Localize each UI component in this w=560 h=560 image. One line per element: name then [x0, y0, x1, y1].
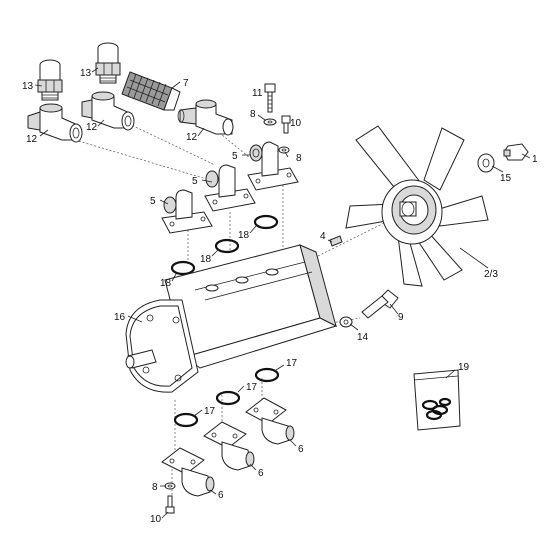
callout-7: 7 — [183, 78, 189, 89]
callout-8-top: 8 — [250, 109, 256, 120]
part-7-filter — [121, 71, 181, 111]
callout-1: 1 — [532, 154, 538, 165]
part-19-seal-kit — [413, 369, 461, 431]
callout-13-left: 13 — [22, 81, 34, 92]
part-18-o-rings — [170, 214, 279, 276]
part-10-screw-top — [281, 115, 291, 134]
part-9-bolt — [361, 289, 399, 319]
part-17-o-rings — [173, 367, 280, 428]
callout-6-middle: 6 — [258, 468, 264, 479]
part-13-adapter-right — [95, 42, 121, 84]
part-10-screw-bottom — [165, 495, 175, 514]
part-2-3-fan — [345, 125, 489, 287]
callout-8-right: 8 — [296, 153, 302, 164]
part-5-elbow-flange-1 — [247, 141, 299, 191]
callout-9: 9 — [398, 312, 404, 323]
callout-18-top: 18 — [238, 230, 250, 241]
callout-17-bottom: 17 — [204, 406, 216, 417]
callout-5-middle: 5 — [192, 176, 198, 187]
part-14-washer — [339, 316, 353, 328]
callout-18-middle: 18 — [200, 254, 212, 265]
callout-10-top: 10 — [290, 118, 302, 129]
leader-lines — [34, 67, 531, 519]
callout-19: 19 — [458, 362, 470, 373]
part-4-key — [329, 235, 343, 247]
part-8-washer-right — [278, 146, 290, 154]
part-6-elbow-flange-1 — [245, 397, 295, 445]
callout-17-top: 17 — [286, 358, 298, 369]
callout-12-left: 12 — [26, 134, 38, 145]
callout-6-top: 6 — [298, 444, 304, 455]
callout-labels: 13 13 12 12 12 7 11 8 10 5 8 5 5 18 18 1… — [22, 68, 538, 525]
callout-5-bottom: 5 — [150, 196, 156, 207]
part-8-washer-top — [263, 118, 277, 126]
part-12-tee-middle — [81, 91, 135, 131]
callout-13-right: 13 — [80, 68, 92, 79]
callout-6-bottom: 6 — [218, 490, 224, 501]
callout-18-bottom: 18 — [160, 278, 172, 289]
part-6-elbow-flange-2 — [203, 421, 255, 471]
callout-4: 4 — [320, 231, 326, 242]
part-1-nut — [503, 143, 529, 161]
part-8-washer-bottom — [164, 482, 176, 490]
part-5-elbow-flange-3 — [161, 189, 213, 234]
callout-14: 14 — [357, 332, 369, 343]
part-13-adapter-left — [37, 59, 63, 101]
part-5-elbow-flange-2 — [204, 164, 256, 212]
callout-5-top: 5 — [232, 151, 238, 162]
part-15-washer — [477, 153, 495, 173]
part-16-pump-body — [125, 244, 338, 393]
callout-12-middle: 12 — [86, 122, 98, 133]
callout-8-bottom: 8 — [152, 482, 158, 493]
callout-11: 11 — [252, 88, 263, 99]
callout-12-right: 12 — [186, 132, 198, 143]
part-6-elbow-flange-3 — [161, 447, 215, 497]
callout-15: 15 — [500, 173, 512, 184]
part-11-bolt — [264, 83, 276, 113]
callout-16: 16 — [114, 312, 126, 323]
part-12-tee-left — [27, 103, 83, 143]
callout-17-middle: 17 — [246, 382, 258, 393]
part-12-tee-right — [177, 99, 234, 136]
callout-2-3: 2/3 — [484, 269, 498, 280]
callout-10-bottom: 10 — [150, 514, 162, 525]
